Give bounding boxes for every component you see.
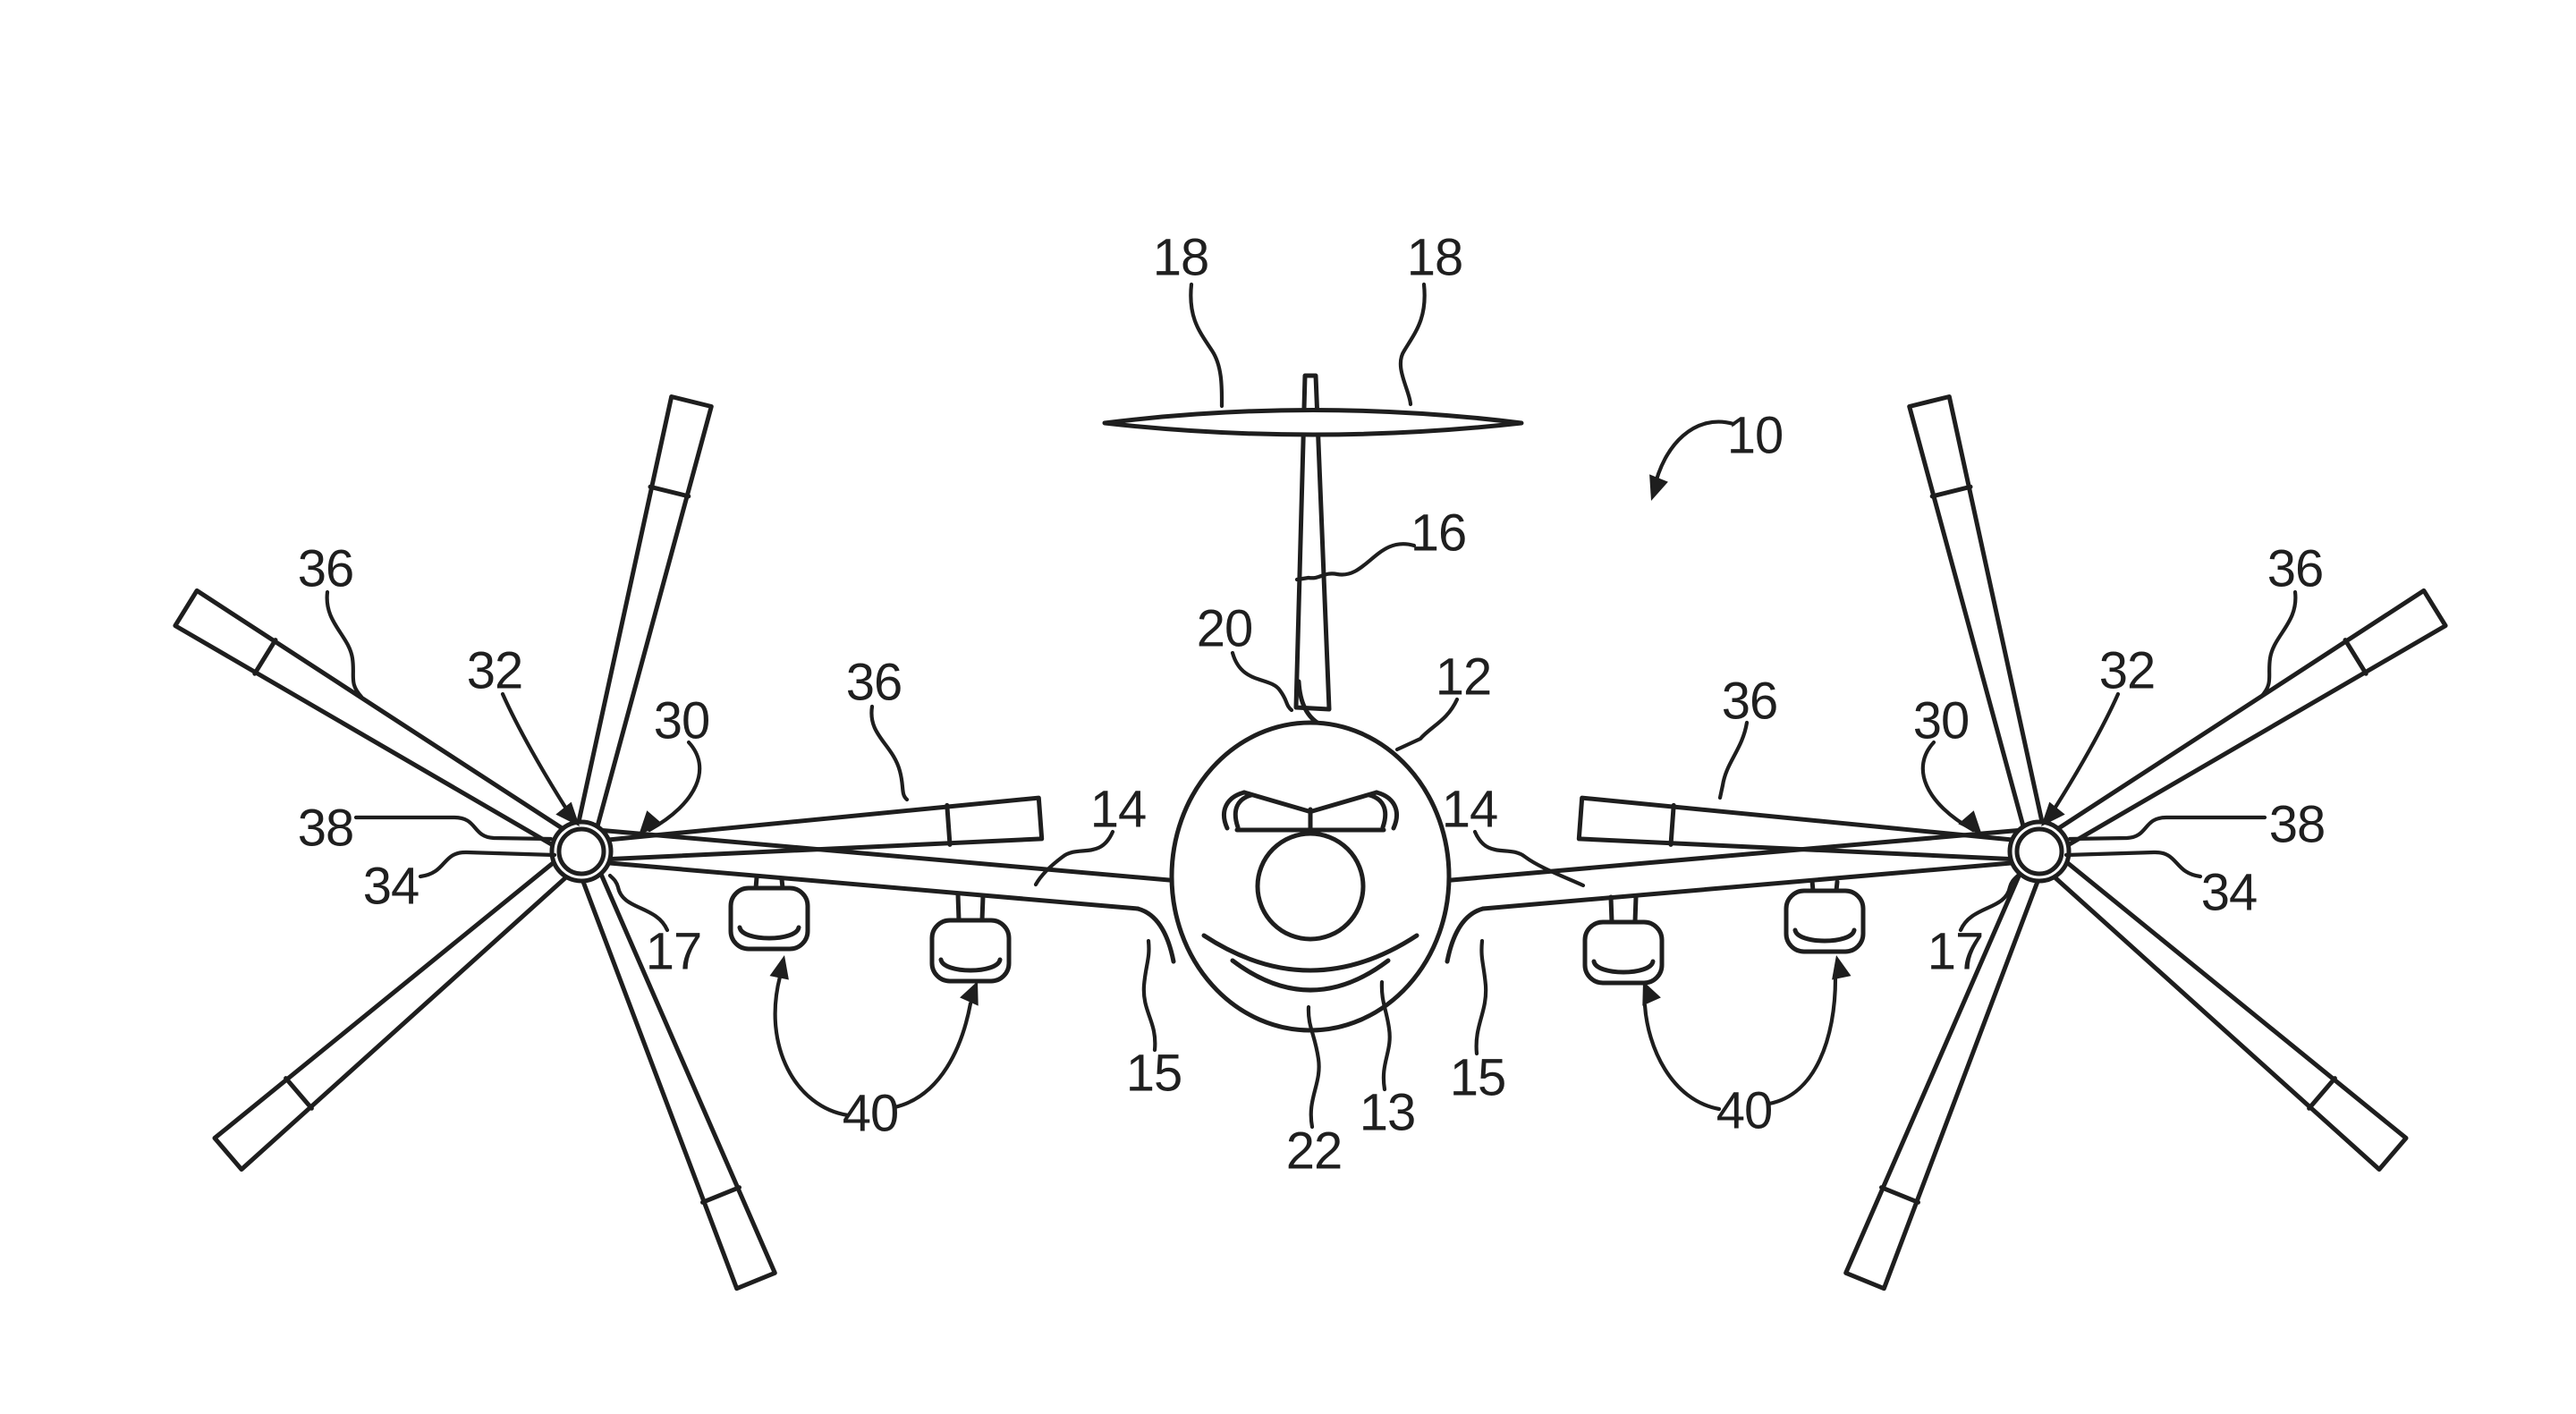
ref-label-18-right: 18 [1406, 228, 1464, 287]
left-wing [595, 827, 1192, 964]
ref-label-10: 10 [1726, 406, 1784, 465]
ref-label-13: 13 [1359, 1083, 1417, 1142]
fuselage [1169, 720, 1452, 1033]
ref-label-36-upleft: 36 [297, 539, 355, 598]
nose-radome [1255, 831, 1366, 942]
leader-lines [325, 282, 2298, 1130]
ref-label-32-right: 32 [2098, 641, 2157, 700]
ref-label-36-midleft: 36 [845, 653, 903, 712]
ref-label-12: 12 [1435, 648, 1493, 707]
ref-label-38-right: 38 [2268, 795, 2326, 854]
ref-label-32-left: 32 [466, 641, 524, 700]
ref-label-17-right: 17 [1927, 922, 1985, 981]
underwing-sensor-pods [728, 875, 1866, 986]
vertical-stabilizer [1293, 373, 1332, 727]
right-wing [1428, 827, 2026, 964]
ref-label-14-left: 14 [1089, 780, 1148, 839]
ref-label-30-left: 30 [653, 691, 711, 750]
right-proprotor-blades [1576, 394, 2448, 1291]
ref-label-40-left: 40 [842, 1084, 900, 1143]
horizontal-stabilizer [1102, 408, 1524, 437]
ref-label-36-upright: 36 [2267, 539, 2325, 598]
ref-label-22: 22 [1285, 1122, 1343, 1181]
ref-label-34-right: 34 [2200, 863, 2258, 922]
ref-label-34-left: 34 [362, 857, 420, 916]
ref-label-20: 20 [1196, 599, 1254, 658]
ref-label-15-left: 15 [1125, 1044, 1183, 1103]
cockpit-windshield [1222, 790, 1399, 833]
ref-label-17-left: 17 [645, 922, 703, 981]
ref-label-38-left: 38 [297, 799, 355, 858]
ref-label-18-left: 18 [1152, 228, 1210, 287]
ref-label-40-right: 40 [1716, 1081, 1774, 1140]
right-rotor-hub [2007, 819, 2072, 884]
ref-label-16: 16 [1410, 504, 1468, 563]
left-rotor-hub [549, 819, 614, 884]
ref-label-15-right: 15 [1449, 1048, 1507, 1107]
ref-label-14-right: 14 [1441, 780, 1499, 839]
ref-label-30-right: 30 [1912, 691, 1970, 750]
ref-label-36-midright: 36 [1721, 672, 1779, 731]
leader-arrowheads [555, 474, 2065, 1006]
